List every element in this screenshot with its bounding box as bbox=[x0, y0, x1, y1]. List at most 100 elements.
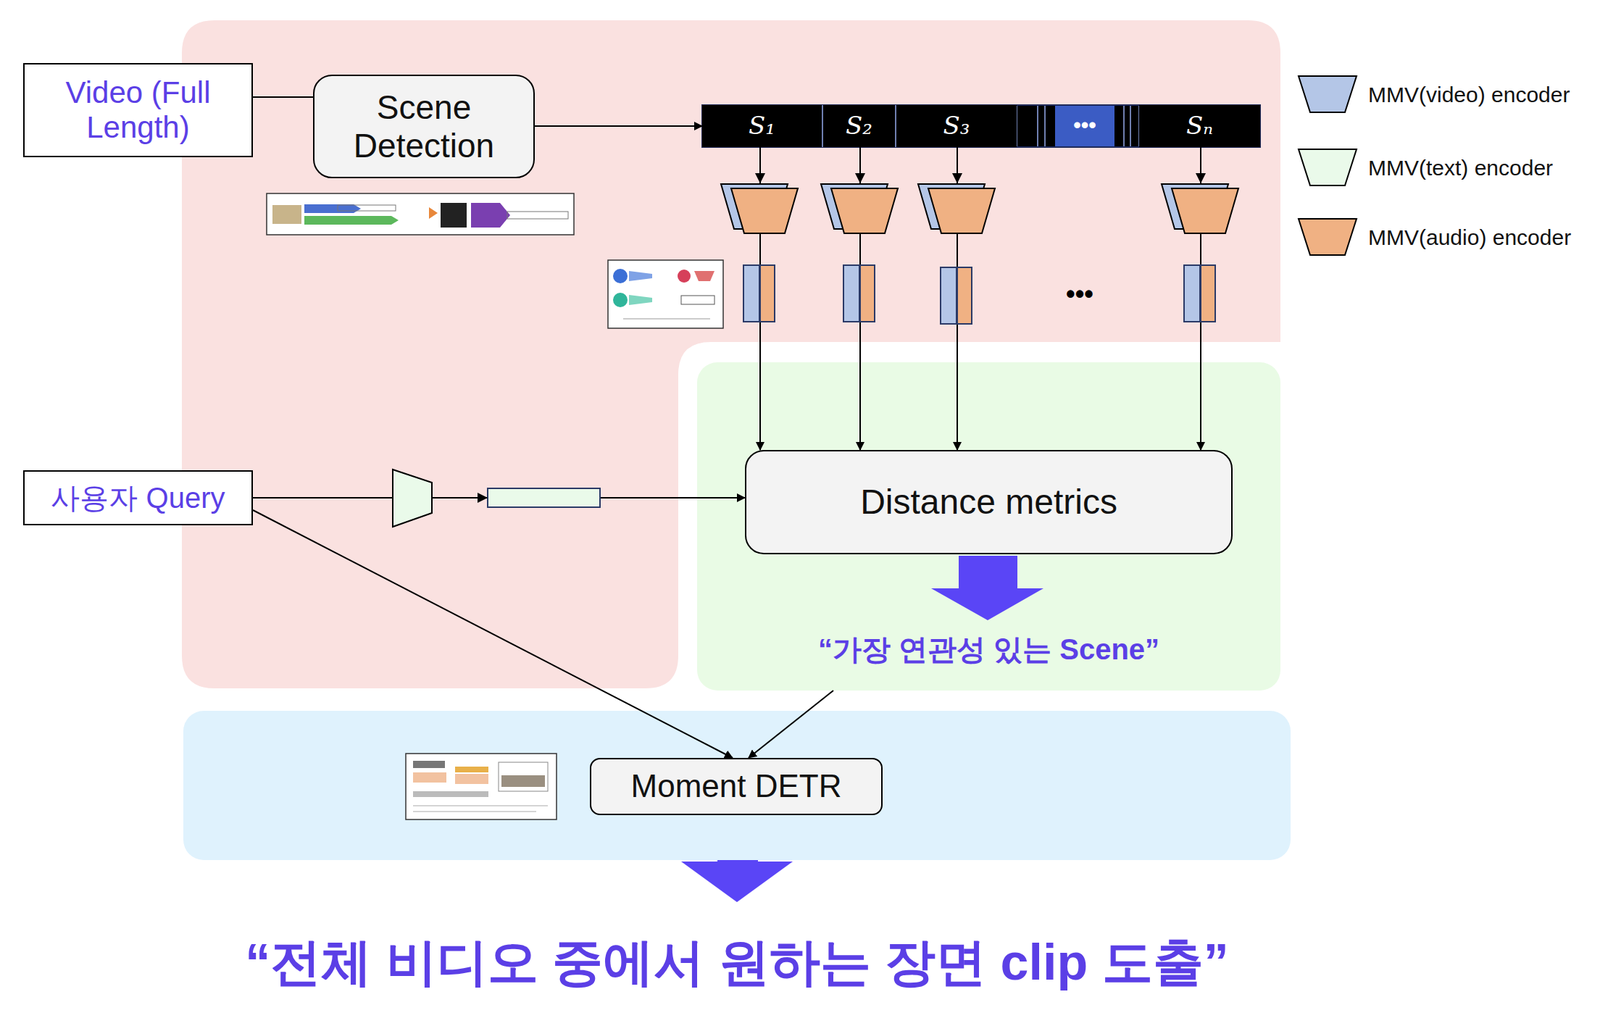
legend-swatch bbox=[1297, 147, 1360, 189]
strip-fillers bbox=[1016, 105, 1140, 147]
connector bbox=[252, 96, 314, 98]
figure-part bbox=[507, 211, 569, 219]
strip-ellipsis-segment bbox=[1055, 105, 1115, 147]
figure-part bbox=[501, 775, 545, 787]
figure-part bbox=[455, 773, 489, 785]
legend-swatch-shape bbox=[1298, 76, 1357, 113]
arrowhead bbox=[1195, 173, 1206, 184]
figure-part bbox=[681, 295, 715, 305]
output-arrow bbox=[681, 860, 793, 903]
figure-part bbox=[272, 205, 302, 224]
figure-part bbox=[413, 772, 447, 783]
scene-embeddings bbox=[743, 265, 1216, 324]
node-text: 사용자 Query bbox=[50, 481, 225, 515]
video-embedding bbox=[940, 267, 957, 324]
figure-part bbox=[613, 292, 628, 308]
encoder-arrowheads bbox=[755, 173, 1206, 184]
figure-part bbox=[455, 766, 489, 773]
node-text: Moment DETR bbox=[631, 768, 843, 806]
arrowhead bbox=[755, 173, 766, 184]
audio-embedding bbox=[760, 265, 775, 322]
figure-part bbox=[413, 811, 537, 813]
input-box: 사용자 Query bbox=[23, 470, 253, 526]
figure-part bbox=[413, 760, 445, 769]
figure-part bbox=[694, 271, 715, 282]
node-text: Sₙ bbox=[1186, 111, 1214, 140]
node-text: S₃ bbox=[943, 111, 971, 140]
legend-swatch bbox=[1297, 74, 1360, 116]
legend-swatch-shape bbox=[1298, 218, 1357, 256]
scene-segment: S₂ bbox=[823, 105, 897, 148]
audio-encoder bbox=[1171, 188, 1239, 234]
node-text: S₂ bbox=[845, 111, 873, 140]
scene-strip bbox=[702, 105, 1261, 148]
node-text: S₁ bbox=[748, 111, 776, 140]
output-arrow bbox=[931, 555, 1044, 621]
legend-swatch bbox=[1297, 217, 1360, 258]
arrowhead bbox=[477, 492, 488, 503]
figure-frame bbox=[405, 753, 557, 820]
process-box: Moment DETR bbox=[589, 757, 883, 816]
figure-part bbox=[677, 269, 691, 283]
scene-segment: Sₙ bbox=[1139, 105, 1261, 148]
connector bbox=[252, 510, 733, 758]
figure-part bbox=[428, 207, 438, 219]
legend-entry: MMV(audio) encoder bbox=[1297, 217, 1572, 258]
output-caption: “전체 비디오 중에서 원하는 장면 clip 도출” bbox=[244, 934, 1229, 991]
figure-frame bbox=[266, 193, 574, 235]
strip-divider bbox=[1036, 105, 1039, 147]
figure-frame bbox=[607, 260, 724, 329]
figure-part bbox=[498, 762, 548, 792]
legend-text: MMV(audio) encoder bbox=[1368, 225, 1572, 251]
audio-encoder bbox=[731, 188, 798, 234]
text-encoder bbox=[392, 469, 432, 527]
scene-segment: S₁ bbox=[702, 105, 824, 148]
video-embedding bbox=[843, 265, 860, 322]
audio-encoder bbox=[831, 188, 898, 234]
scene-segment: S₃ bbox=[896, 105, 1017, 148]
figure-part bbox=[440, 202, 467, 228]
figure-part bbox=[628, 294, 653, 306]
figure-part bbox=[413, 805, 548, 807]
process-box: Distance metrics bbox=[744, 450, 1233, 555]
legend-swatch-shape bbox=[1298, 149, 1357, 186]
figure-part bbox=[471, 202, 511, 228]
figure-part bbox=[337, 205, 396, 211]
scene-encoders bbox=[721, 184, 1239, 234]
text-embedding bbox=[487, 488, 600, 508]
audio-embedding bbox=[957, 267, 972, 324]
moment-detr-figure bbox=[405, 753, 557, 820]
figure-part bbox=[304, 204, 361, 214]
green-region bbox=[697, 362, 1281, 691]
legend-entry: MMV(video) encoder bbox=[1297, 74, 1570, 116]
node-text: Scene Detection bbox=[327, 88, 521, 166]
result-region: “가장 연관성 있는 Scene” Distance metrics bbox=[697, 362, 1281, 691]
strip-divider bbox=[1129, 105, 1132, 147]
video-embedding bbox=[1184, 265, 1200, 322]
legend-entry: MMV(text) encoder bbox=[1297, 147, 1553, 189]
blue-region bbox=[183, 710, 1291, 861]
legend-text: MMV(text) encoder bbox=[1368, 155, 1553, 182]
strip-divider bbox=[1123, 105, 1125, 147]
strip-divider bbox=[1044, 105, 1046, 147]
figure-part bbox=[304, 215, 399, 225]
process-box: Scene Detection bbox=[313, 74, 535, 179]
arrowhead bbox=[855, 173, 866, 184]
connector bbox=[534, 125, 703, 127]
figure-part bbox=[623, 318, 711, 320]
ellipsis: ••• bbox=[1065, 279, 1094, 309]
audio-embedding bbox=[860, 265, 875, 322]
node-text: Video (Full Length) bbox=[31, 75, 245, 146]
ellipsis: ••• bbox=[1073, 113, 1097, 137]
figure-part bbox=[628, 271, 653, 282]
legend-text: MMV(video) encoder bbox=[1368, 82, 1570, 108]
node-text: Distance metrics bbox=[860, 481, 1118, 522]
audio-embedding bbox=[1200, 265, 1216, 322]
figure-part bbox=[413, 791, 489, 798]
node-text: “가장 연관성 있는 Scene” bbox=[818, 632, 1160, 666]
figure-part bbox=[613, 268, 628, 284]
connector bbox=[748, 690, 834, 758]
video-embedding bbox=[743, 265, 760, 322]
audio-encoder bbox=[928, 188, 995, 234]
